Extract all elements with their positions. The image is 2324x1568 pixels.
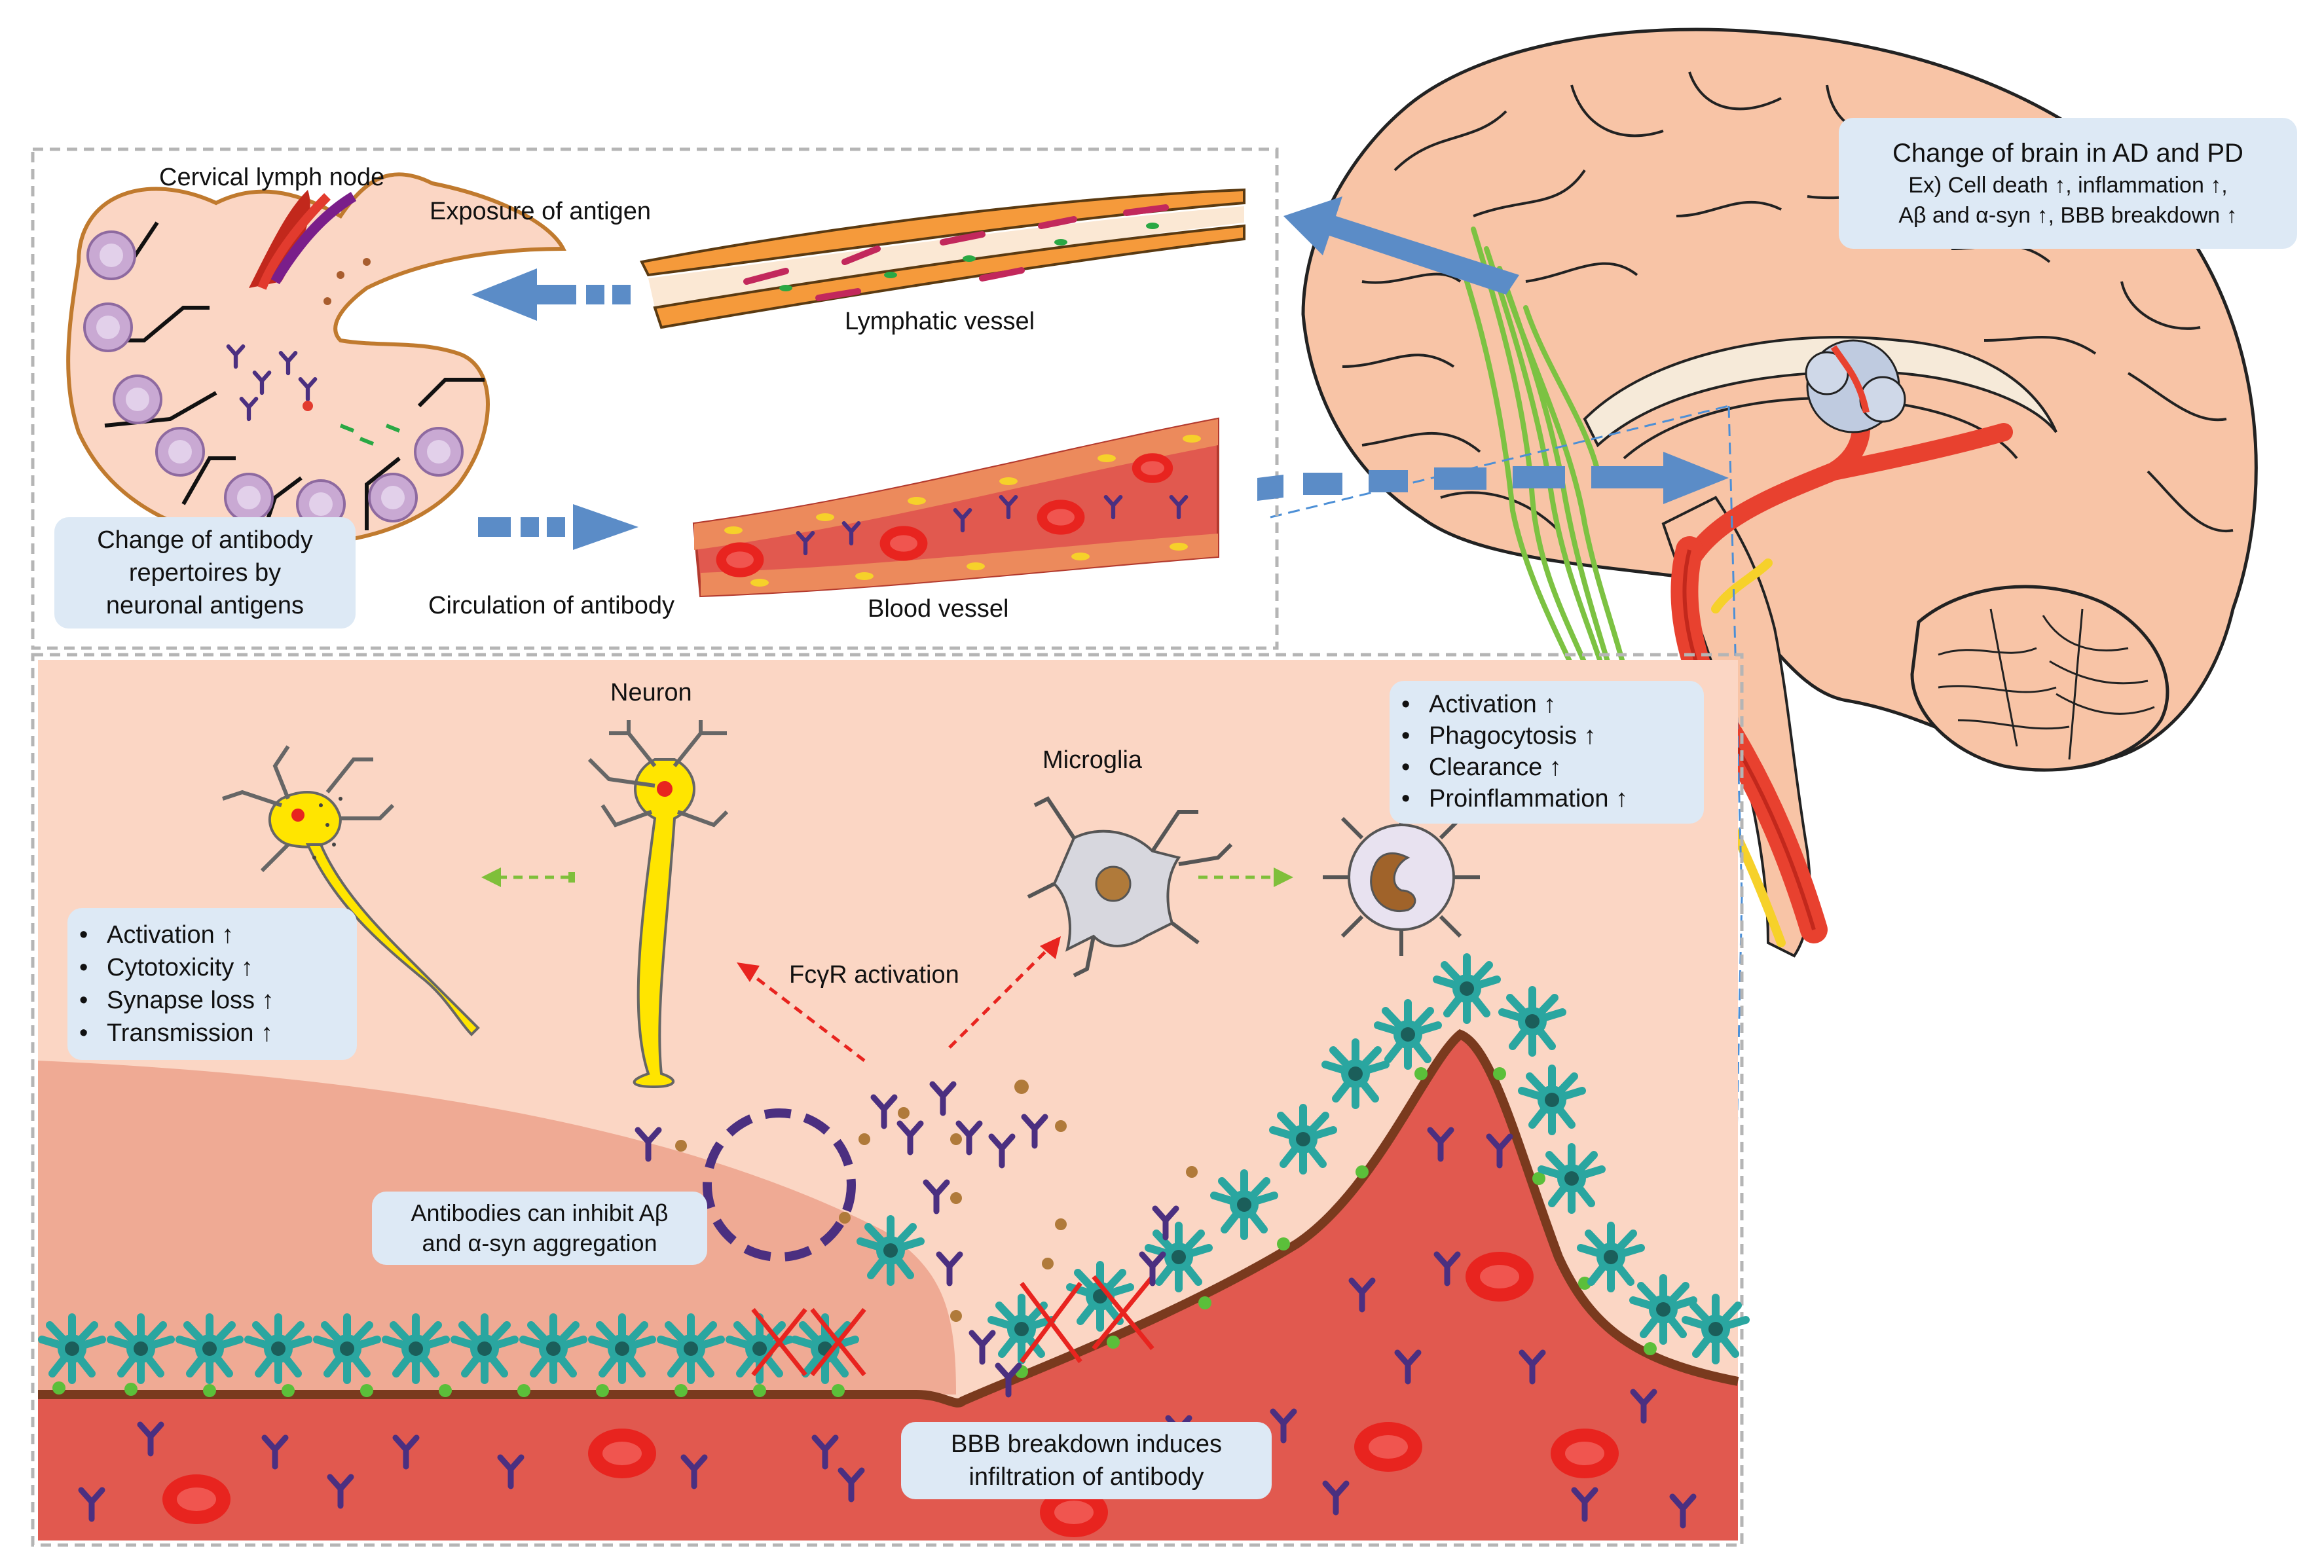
microglia-effects-box: Activation ↑ Phagocytosis ↑ Clearance ↑ … <box>1390 681 1704 824</box>
bbb-breakdown-box: BBB breakdown induces infiltration of an… <box>901 1422 1272 1499</box>
brain-change-line: Aβ and α-syn ↑, BBB breakdown ↑ <box>1898 203 2238 228</box>
lymphatic-vessel-label: Lymphatic vessel <box>845 308 1035 335</box>
brain-change-title: Change of brain in AD and PD <box>1892 139 2243 168</box>
microglia-icon <box>1027 796 1233 977</box>
green-endfeet <box>52 1067 1657 1397</box>
bbb-vessel <box>38 1034 1738 1541</box>
circulation-of-antibody-label: Circulation of antibody <box>428 592 674 619</box>
damaged-neuron-icon <box>222 745 480 1036</box>
antibody-repertoire-line: repertoires by <box>128 559 282 587</box>
exposure-of-antigen-label: Exposure of antigen <box>430 198 652 225</box>
antibody-inhibit-line: Antibodies can inhibit Aβ <box>411 1199 669 1226</box>
blue-arrows <box>471 196 1729 550</box>
green-arrows <box>481 867 1293 887</box>
neuron-icon <box>587 720 729 1089</box>
upper-panel-frame <box>31 147 1279 650</box>
neuron-effect-item: Synapse loss ↑ <box>67 984 357 1017</box>
brain-change-box: Change of brain in AD and PD Ex) Cell de… <box>1839 118 2297 249</box>
neuron-effect-item: Cytotoxicity ↑ <box>67 951 357 984</box>
lymphatic-vessel-icon <box>640 188 1245 329</box>
lower-panel-frame <box>31 653 1744 1547</box>
red-arrows <box>737 936 1061 1062</box>
antibody-inhibit-box: Antibodies can inhibit Aβ and α-syn aggr… <box>372 1192 707 1265</box>
fcgr-activation-label: FcγR activation <box>789 961 959 989</box>
microglia-label: Microglia <box>1042 746 1143 774</box>
microglia-effect-item: Activation ↑ <box>1390 689 1704 720</box>
blood-vessel-label: Blood vessel <box>868 595 1009 623</box>
brain-change-line: Ex) Cell death ↑, inflammation ↑, <box>1908 173 2228 198</box>
microglia-effect-item: Proinflammation ↑ <box>1390 783 1704 814</box>
bbb-breakdown-line: BBB breakdown induces <box>950 1431 1223 1458</box>
neuron-effects-box: Activation ↑ Cytotoxicity ↑ Synapse loss… <box>67 908 357 1060</box>
antibody-repertoire-box: Change of antibody repertoires by neuron… <box>54 517 356 629</box>
neuron-effect-item: Transmission ↑ <box>67 1017 357 1049</box>
antibody-repertoire-line: Change of antibody <box>97 526 313 554</box>
microglia-effect-item: Clearance ↑ <box>1390 752 1704 783</box>
antibody-repertoire-line: neuronal antigens <box>105 592 304 619</box>
red-x-marks <box>751 1275 1154 1377</box>
blood-vessel-icon <box>692 417 1219 598</box>
neuron-effect-item: Activation ↑ <box>67 919 357 951</box>
lymph-node-icon <box>66 172 566 547</box>
antibody-inhibit-line: and α-syn aggregation <box>422 1230 657 1256</box>
cervical-lymph-node-label: Cervical lymph node <box>159 164 385 191</box>
neuron-label: Neuron <box>610 679 692 706</box>
microglia-effect-item: Phagocytosis ↑ <box>1390 720 1704 752</box>
antibody-aggregates <box>638 1080 1198 1362</box>
bbb-breakdown-line: infiltration of antibody <box>968 1463 1204 1491</box>
